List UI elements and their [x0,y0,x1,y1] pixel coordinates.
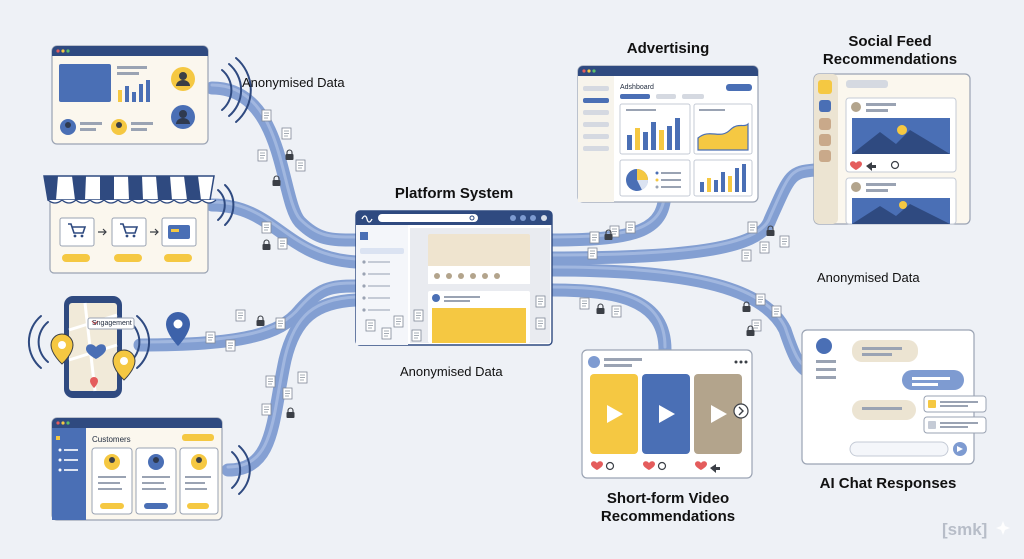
source-window-customers [51,417,223,521]
source-phone-location [50,296,190,398]
source-window-profiles [51,45,209,145]
data-pipes [133,81,822,477]
label-anonymised-data-center: Anonymised Data [400,364,503,379]
customers-title: Customers [92,435,131,444]
platform-window [355,210,553,346]
label-platform-system: Platform System [394,185,514,202]
window-social-feed [813,73,971,225]
label-short-form-video-recommendations: Short-form Video Recommendations [600,490,736,525]
window-advertising: Adshboard [577,65,759,203]
adshboard-title: Adshboard [620,84,654,91]
source-window-shop [43,175,217,274]
window-ai-chat [801,329,987,465]
watermark: [smk] [942,520,988,539]
label-anonymised-data-right: Anonymised Data [817,270,920,285]
label-anonymised-data-top: Anonymised Data [242,75,345,90]
label-ai-chat-responses: AI Chat Responses [819,475,957,492]
engagement-tag: Sngagement [92,320,132,327]
label-advertising: Advertising [626,40,710,57]
label-social-feed-recommendations: Social Feed Recommendations [822,33,958,68]
window-short-video [581,349,753,479]
